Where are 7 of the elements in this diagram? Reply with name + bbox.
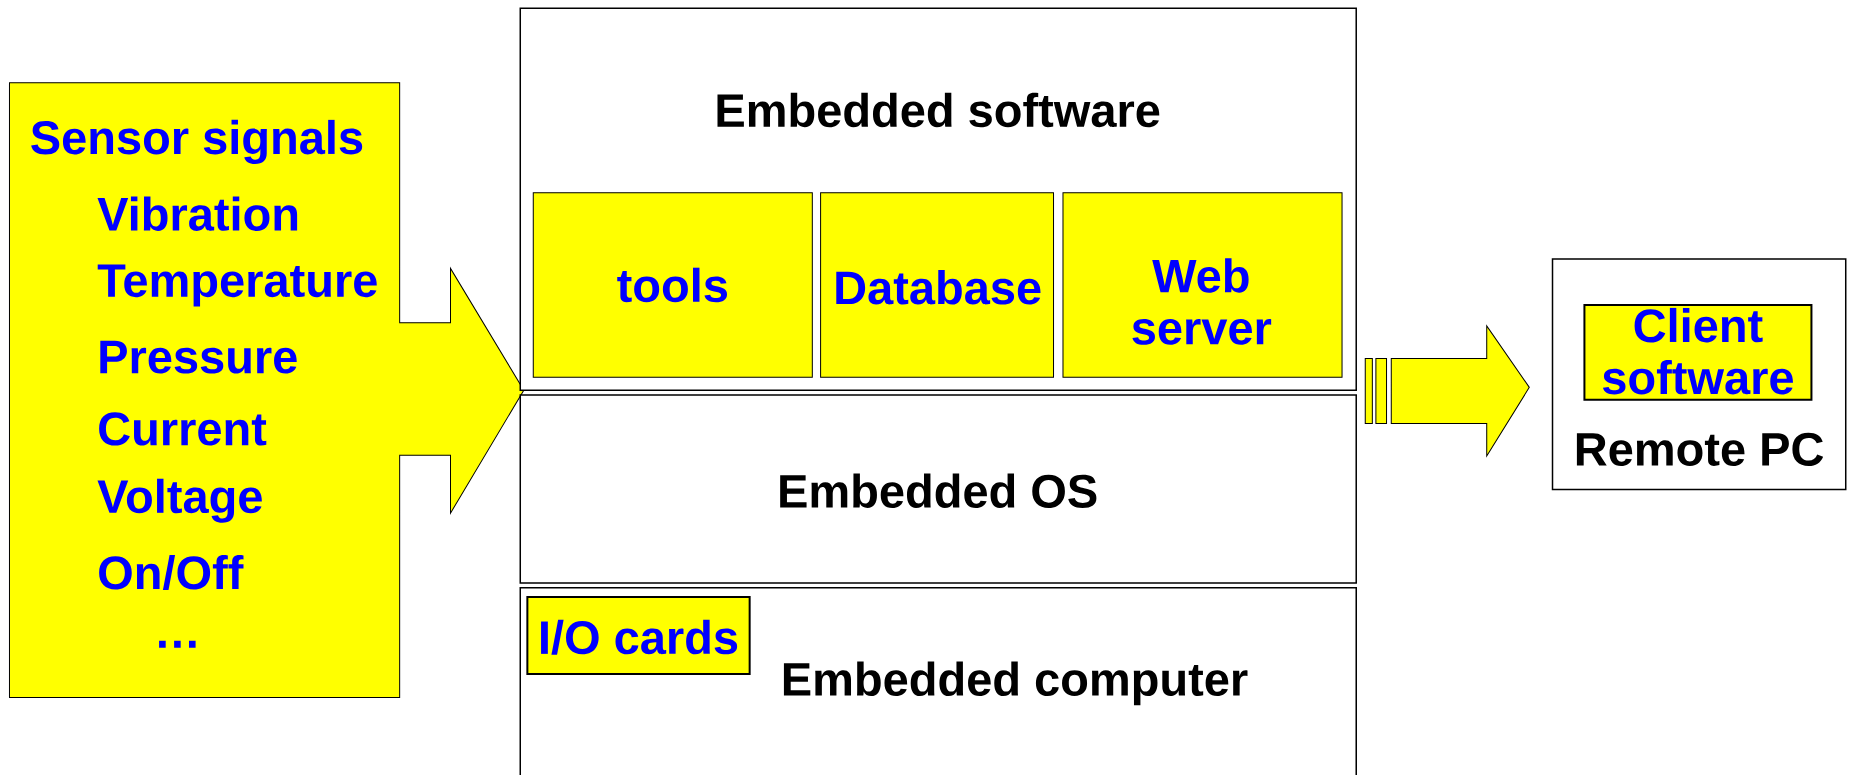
- software-box: Web server: [1062, 192, 1343, 378]
- block-arrow: [1364, 325, 1530, 457]
- card-box: I/O cards: [526, 596, 751, 675]
- software-box: Client software: [1583, 304, 1813, 401]
- layer-box: Embedded OS: [519, 394, 1357, 584]
- software-box: Database: [820, 192, 1055, 378]
- software-box: tools: [532, 192, 813, 378]
